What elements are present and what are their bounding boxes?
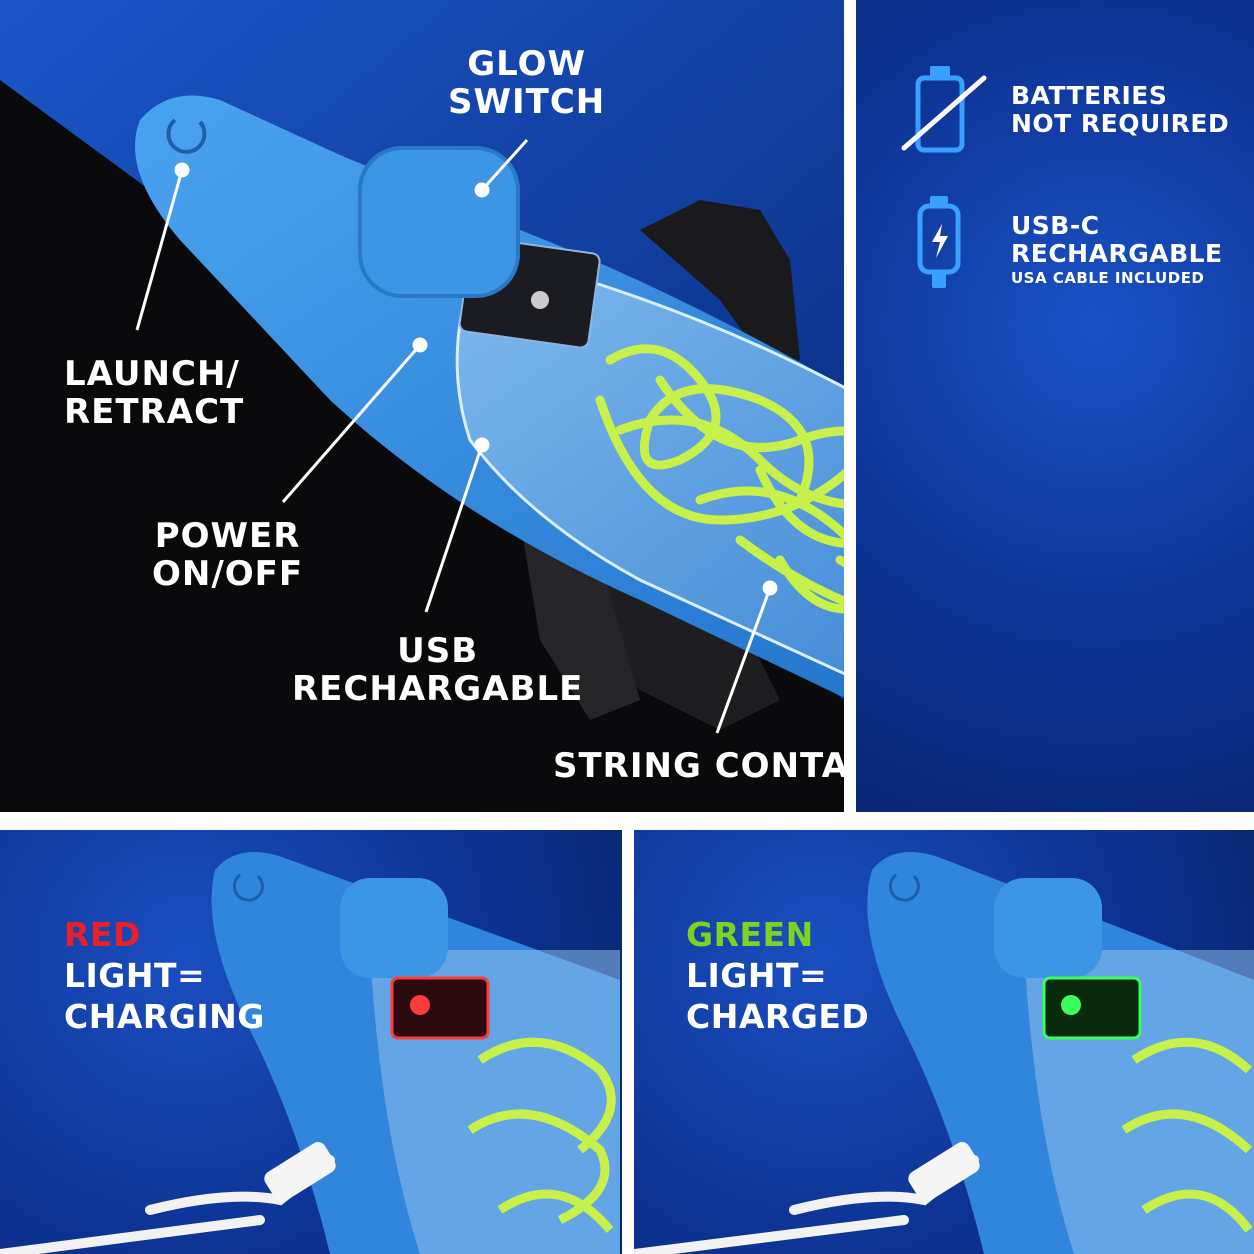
glow-switch-line2: SWITCH xyxy=(448,82,606,122)
glow-switch-line1: GLOW xyxy=(467,44,587,84)
string-container-label: STRING CONTAINER xyxy=(553,746,844,786)
usb-line2: RECHARGABLE xyxy=(292,669,584,709)
charged-panel: GREEN LIGHT= CHARGED xyxy=(634,830,1254,1254)
charged-line2: CHARGED xyxy=(686,997,870,1036)
launch-retract-label: LAUNCH/ RETRACT xyxy=(64,355,244,431)
charged-power-icon xyxy=(888,873,920,902)
charging-cord-coils xyxy=(467,1037,616,1233)
main-product-panel: GLOW SWITCH LAUNCH/ RETRACT POWER ON/OFF… xyxy=(0,0,844,812)
charging-power-icon xyxy=(232,873,264,902)
green-light xyxy=(1061,995,1081,1015)
usbc-line2: RECHARGABLE xyxy=(1011,239,1223,268)
charged-glow-switch xyxy=(994,878,1102,978)
glow-switch-label: GLOW SWITCH xyxy=(448,45,605,121)
battery-crossed-icon xyxy=(901,66,987,153)
glow-switch-button xyxy=(358,146,520,298)
charging-illustration xyxy=(0,852,620,1254)
charging-panel: RED LIGHT= CHARGING xyxy=(0,830,622,1254)
usb-line1: USB xyxy=(397,631,479,671)
charged-usb-cable xyxy=(634,1142,980,1254)
led-lens xyxy=(531,291,549,309)
usb-cable xyxy=(0,1142,336,1254)
usbc-label: USB-C RECHARGABLE USA CABLE INCLUDED xyxy=(1011,212,1223,288)
launch-line1: LAUNCH/ xyxy=(64,354,240,394)
charged-label: GREEN LIGHT= CHARGED xyxy=(686,914,869,1037)
charging-label: RED LIGHT= CHARGING xyxy=(64,914,265,1037)
main-product-illustration xyxy=(0,0,844,734)
power-label: POWER ON/OFF xyxy=(152,517,303,593)
power-line1: POWER xyxy=(154,516,301,556)
charged-cord-coils xyxy=(1121,1037,1253,1233)
red-light-chip xyxy=(390,976,490,1040)
features-panel: BATTERIES NOT REQUIRED USB-C RECHARGABLE… xyxy=(856,0,1254,812)
charging-glow-switch xyxy=(340,878,448,978)
charging-line1: LIGHT= xyxy=(64,956,206,995)
charging-line2: CHARGING xyxy=(64,997,265,1036)
green-word: GREEN xyxy=(686,915,814,954)
usb-c-charging-icon xyxy=(917,196,961,288)
green-light-chip xyxy=(1042,976,1142,1040)
batteries-line2: NOT REQUIRED xyxy=(1011,109,1230,138)
usb-label: USB RECHARGABLE xyxy=(292,632,583,708)
charged-line1: LIGHT= xyxy=(686,956,828,995)
batteries-label: BATTERIES NOT REQUIRED xyxy=(1011,82,1229,138)
batteries-line1: BATTERIES xyxy=(1011,81,1168,110)
usbc-note: USA CABLE INCLUDED xyxy=(1011,269,1205,287)
power-icon xyxy=(166,118,207,154)
glow-string-coils xyxy=(595,344,844,614)
launch-line2: RETRACT xyxy=(64,392,245,432)
power-line2: ON/OFF xyxy=(152,554,304,594)
charged-illustration xyxy=(634,852,1254,1254)
usbc-line1: USB-C xyxy=(1011,211,1100,240)
red-word: RED xyxy=(64,915,141,954)
red-light xyxy=(410,995,430,1015)
callout-lines xyxy=(135,138,778,734)
feature-icons xyxy=(901,66,987,288)
